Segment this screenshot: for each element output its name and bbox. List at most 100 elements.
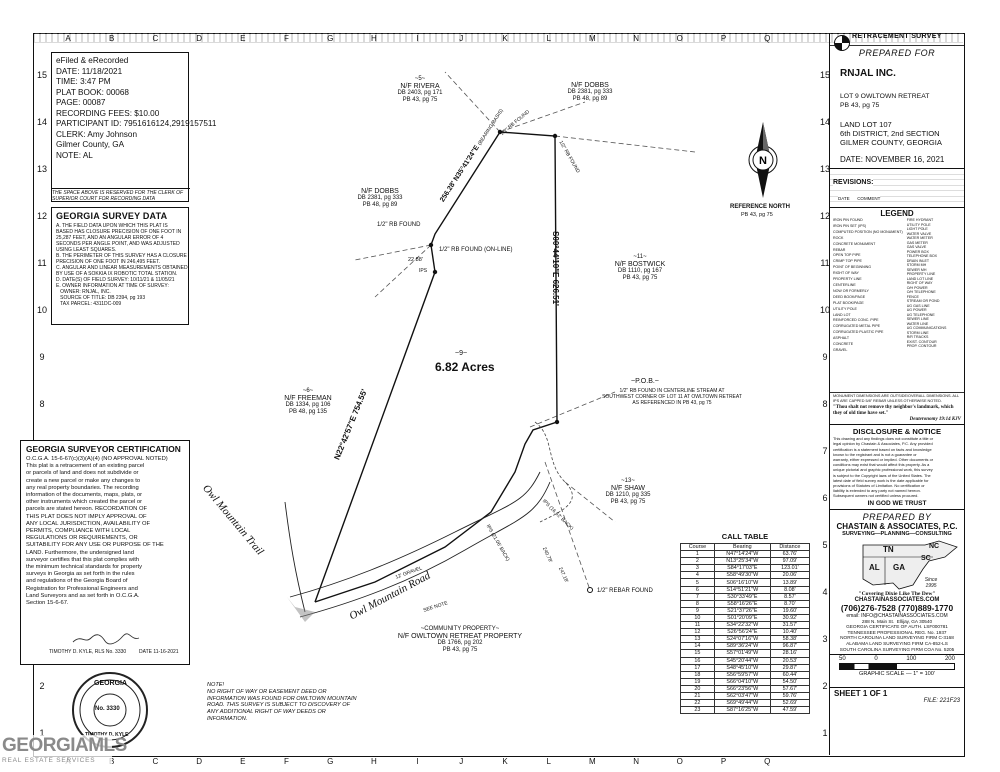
table-cell: S58°16'26"E [713, 599, 771, 608]
grid-row-label: 2 [39, 681, 45, 691]
legend-item: FIRE HYDRANT [906, 218, 934, 222]
client-name: RNJAL INC. [840, 68, 896, 79]
owner-plat: PB 48, pg 135 [288, 409, 328, 415]
legend-item: O/H TELEPHONE [906, 290, 936, 294]
grid-column-label: M [589, 757, 596, 766]
certification-line: any real property boundaries. The record… [26, 484, 139, 491]
legend-item: UG POWER [906, 308, 927, 312]
disclosure-text: This drawing and any findings does not c… [833, 436, 961, 498]
legend-item: PROP. CONTOUR [906, 344, 937, 348]
table-cell: 7 [680, 592, 715, 601]
state-tn: TN [883, 544, 894, 554]
table-cell: 20.06' [769, 571, 811, 580]
certification-line: REGULATIONS OR REQUIREMENTS, OR [26, 535, 138, 542]
table-cell: S56°59'57"W [713, 670, 771, 679]
ips-label: IPS [419, 268, 428, 274]
legend-title: LEGEND [880, 209, 914, 218]
certification-line: Land Surveyors and as set forth in O.C.G… [26, 592, 140, 599]
table-cell: 21 [680, 691, 715, 701]
survey-data-line: A. THE FIELD DATA UPON WHICH THIS PLAT I… [56, 223, 168, 229]
signature [71, 632, 141, 646]
table-cell: 8.70' [769, 599, 811, 608]
firm-website: CHASTAINASSOCIATES.COM [854, 596, 940, 603]
grid-row-label: 2 [822, 681, 828, 691]
short-distance: 22.88' [408, 257, 423, 263]
grid-column-label: L [546, 34, 551, 43]
recording-line: PARTICIPANT ID: 7951616124,2919157511 [56, 119, 217, 128]
svg-text:N: N [759, 155, 767, 167]
table-cell: 52.69' [769, 699, 811, 708]
grid-row-label: 6 [822, 493, 828, 503]
owner-deed: DB 2381, pg 333 [357, 195, 403, 201]
owner-tag: ~5~ [414, 76, 426, 82]
table-cell: 59.76' [769, 691, 811, 701]
owner-name: N/F SHAW [611, 485, 645, 492]
table-cell: 18 [680, 670, 715, 679]
owner-deed: DB 1766, pg 202 [437, 640, 483, 646]
grid-row-label: 10 [819, 305, 830, 315]
legend-item: WATER LINE [906, 321, 929, 326]
legend-item: UG COMMUNICATIONS [906, 326, 947, 330]
grid-row-label: 15 [36, 70, 47, 80]
recording-line: eFiled & eRecorded [56, 56, 129, 65]
grid-row-label: 11 [37, 258, 47, 268]
row-note: NOTE!NO RIGHT OF WAY OR EASEMENT DEED OR… [207, 682, 367, 723]
grid-column-label: D [196, 757, 202, 766]
legend-item: POINT OF BEGINNING [833, 265, 872, 270]
state-sc: SC [921, 554, 931, 562]
grid-row-label: 13 [36, 164, 47, 174]
certification-line: or parcels of land and does not subdivid… [26, 470, 139, 477]
certification-line: THIS PLAT DOES NOT IMPLY APPROVAL OF [26, 513, 147, 520]
survey-data-line: BY USE OF A SOKKIA IX ROBOTIC TOTAL STAT… [56, 271, 178, 277]
prepared-for: PREPARED FOR [858, 48, 936, 58]
table-cell: 9 [680, 606, 715, 615]
recording-line: CLERK: Amy Johnson [56, 129, 138, 139]
call-table-title: CALL TABLE [721, 532, 769, 541]
table-cell: 19 [680, 677, 715, 686]
recording-line: RECORDING FEES: $10.00 [56, 108, 160, 118]
table-cell: 6 [680, 585, 715, 594]
scale-label: GRAPHIC SCALE — 1" = 100' [859, 671, 935, 678]
grid-column-label: E [240, 34, 246, 43]
land-line: 6th DISTRICT, 2nd SECTION [840, 129, 940, 138]
table-cell: S01°20'09"E [713, 613, 771, 623]
certification-line: surveyor certifies that this plat compli… [26, 556, 140, 563]
owner-deed: DB 1210, pg 335 [605, 492, 651, 498]
survey-data-line: BASED HAS CLOSURE PRECISION OF ONE FOOT … [56, 229, 182, 235]
legend-item: CORRUGATED METAL PIPE [833, 324, 881, 329]
disclosure-line: is subject to the Copyright laws of the … [833, 472, 931, 478]
disclosure-motto: IN GOD WE TRUST [867, 499, 927, 507]
distance: 626.51' [550, 279, 560, 306]
address-line: GEORGIA CERTIFICATE OF AUTH. LSF000781 [846, 624, 948, 630]
legend-item: REBAR [833, 247, 846, 252]
table-cell: 13.89' [769, 578, 811, 587]
grid-row-label: 14 [819, 117, 830, 127]
legend-item: POWER BOX [906, 249, 929, 254]
since-label: Since 1995 [924, 576, 938, 589]
legend-item: OPEN TOP PIPE [833, 253, 861, 258]
table-cell: 63.76' [769, 550, 811, 559]
state-ga: GA [893, 562, 905, 572]
road-hatch [287, 597, 315, 622]
table-cell: 1 [680, 550, 715, 559]
survey-data-line: D. DATE(S) OF FIELD SURVEY: 10/11/21 & 1… [56, 277, 175, 283]
disclosure-line: legal opinion by Chastain & Associates, … [833, 441, 933, 447]
legend-item: UTILITY POLE [833, 306, 857, 311]
grid-row-label: 15 [819, 70, 830, 80]
legend-item: GAS VALVE [906, 245, 927, 249]
grid-column-label: K [502, 34, 508, 43]
table-cell: 2 [680, 557, 715, 566]
survey-data-line: B. THE PERIMETER OF THIS SURVEY HAS A CL… [56, 253, 187, 259]
state-al: AL [869, 562, 880, 572]
call-table-col: Distance [769, 542, 811, 552]
table-cell: S57°01'49"W [713, 649, 771, 658]
table-cell: S66°04'10"W [713, 677, 771, 686]
table-cell: S24°07'16"W [713, 635, 771, 644]
grid-column-label: C [152, 34, 159, 43]
